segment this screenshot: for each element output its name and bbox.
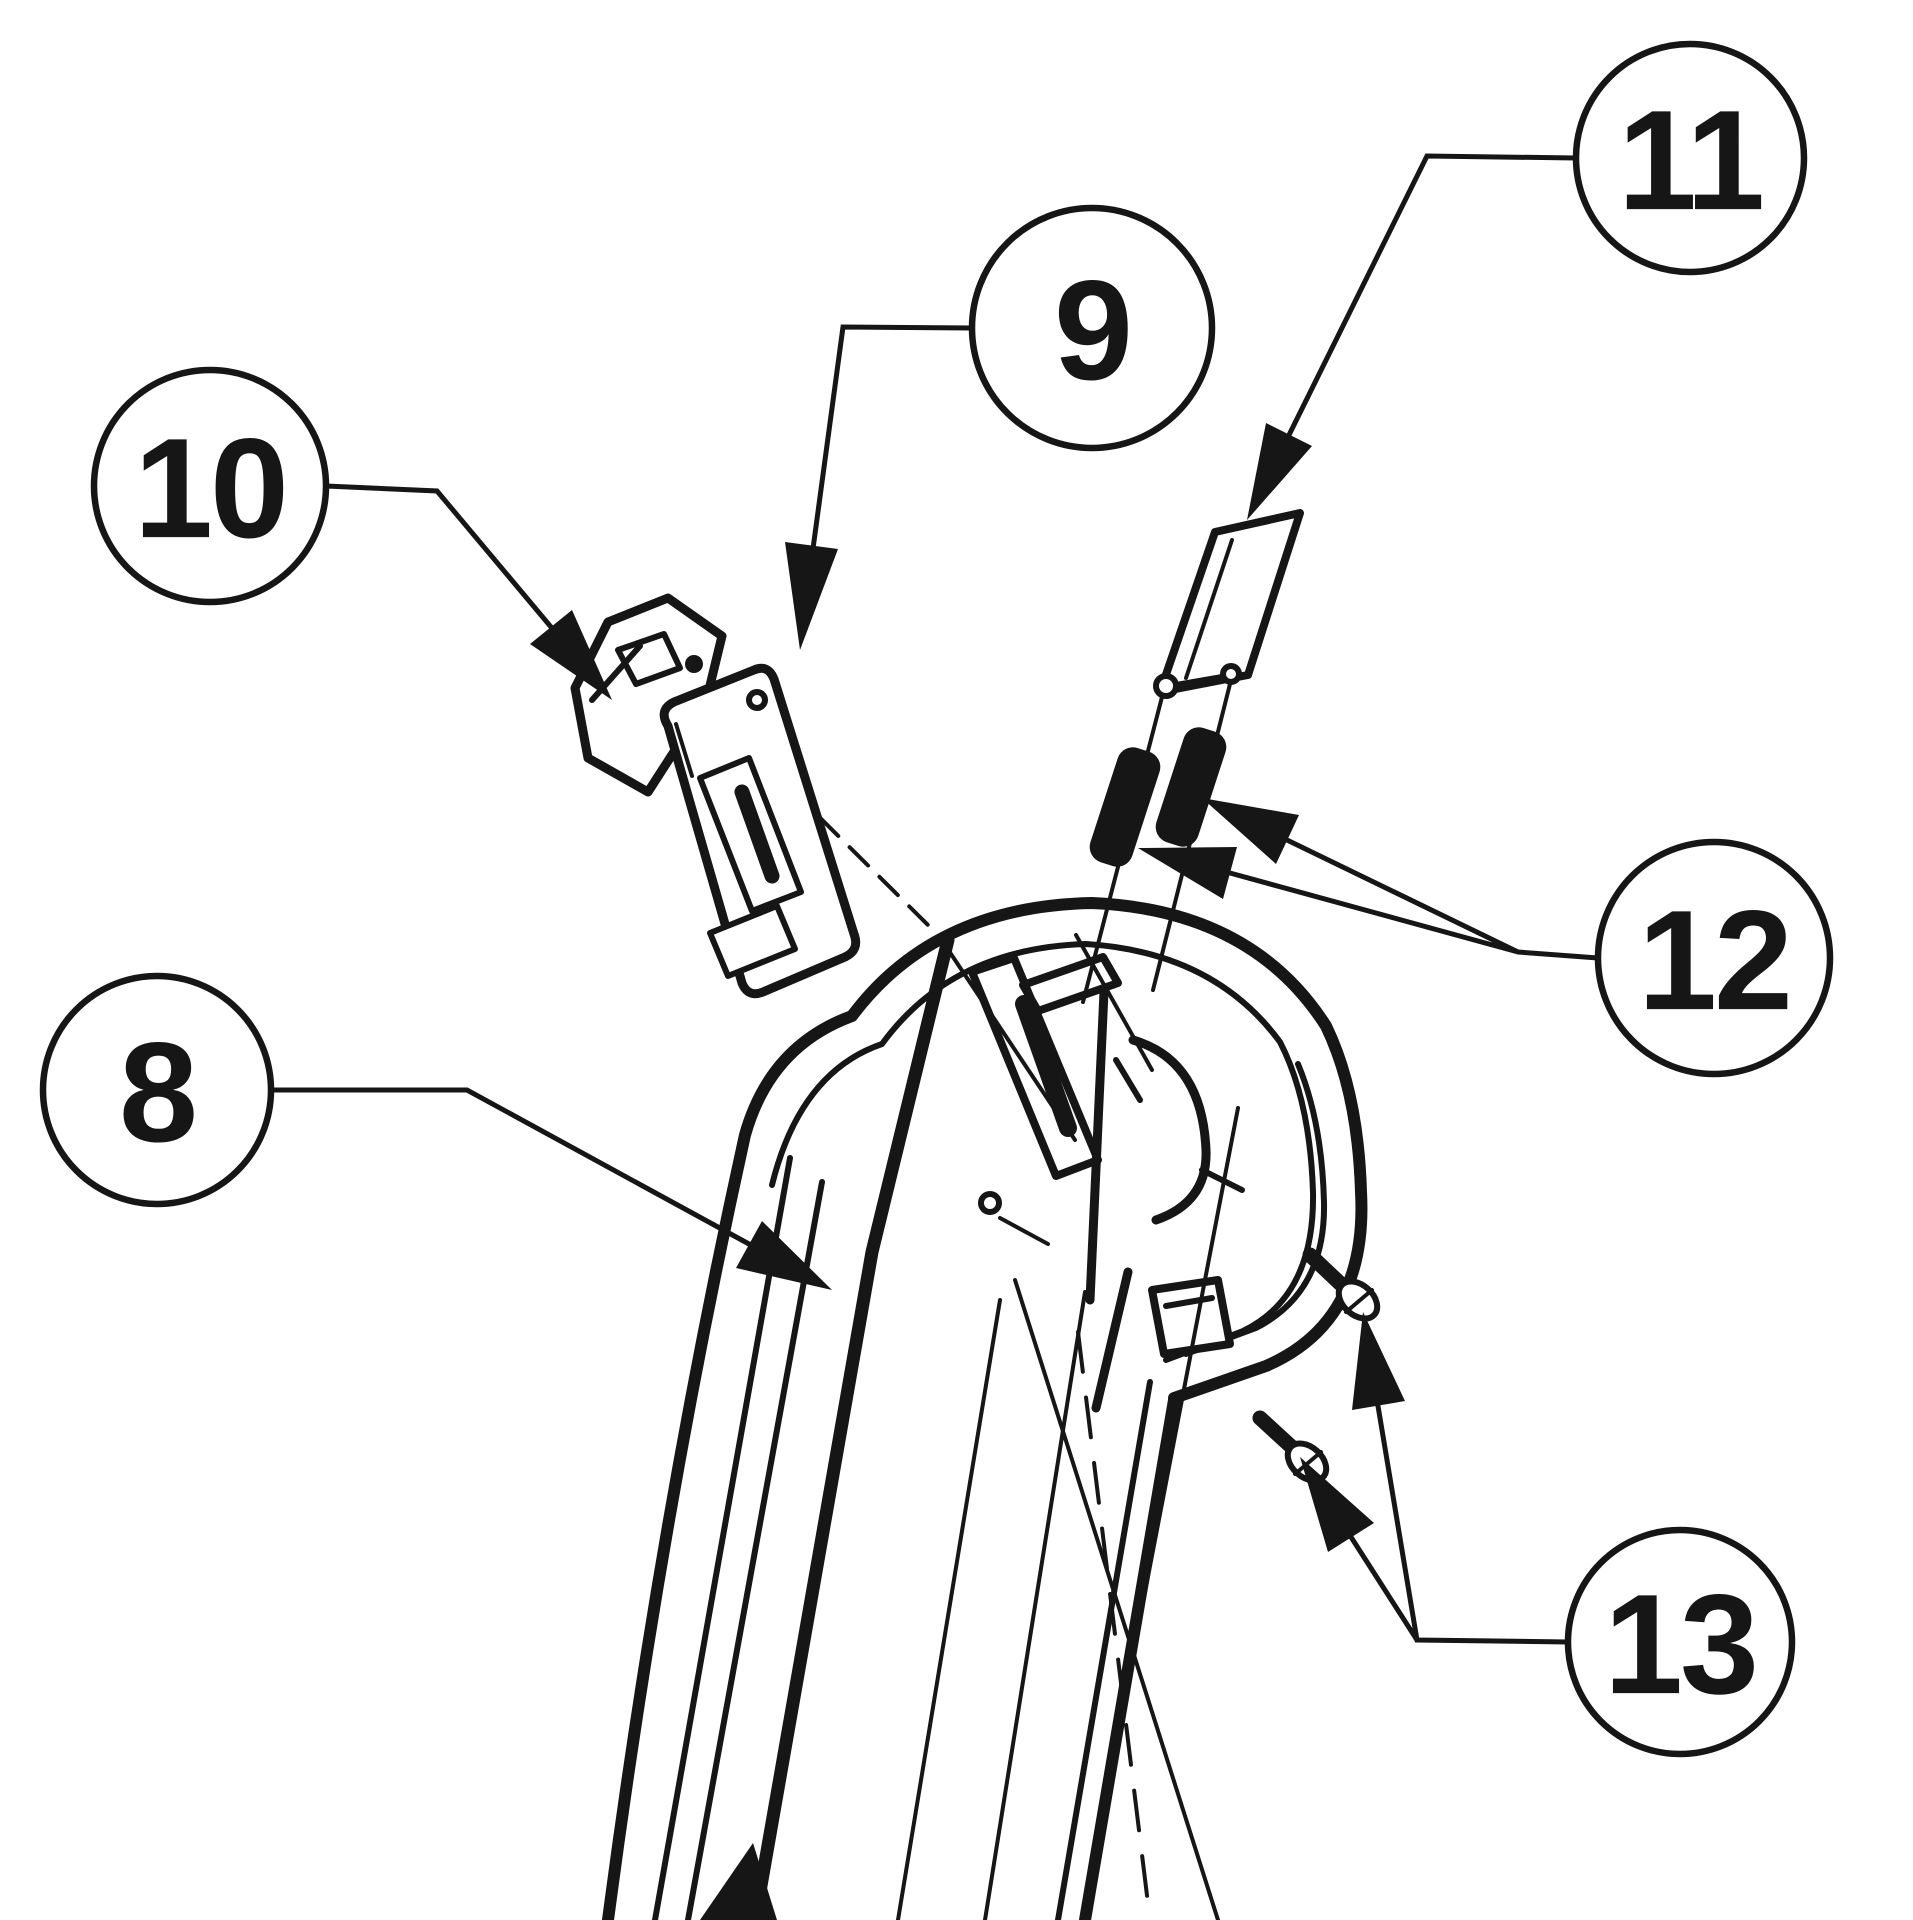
balloon-circle-13[interactable]: [1564, 1526, 1796, 1758]
arrowhead-12-upper: [1202, 798, 1299, 864]
part-9-edge-ridge: [674, 722, 694, 778]
balloon-label-9: 9: [1054, 251, 1130, 410]
leader-path-13: [1348, 1403, 1571, 1645]
tube-interior-lines: [896, 1290, 1087, 1920]
balloon-label-11: 11: [1618, 81, 1762, 240]
balloon-circle-8[interactable]: [39, 972, 275, 1208]
part-13-screws-drawing: [1252, 1247, 1381, 1484]
callout-balloon-9[interactable]: 9: [968, 204, 1216, 452]
leader-line-13: [1300, 1312, 1571, 1645]
main-body-outer-outline: [602, 897, 1368, 1920]
balloon-circle-9[interactable]: [968, 204, 1216, 452]
main-body-inner-wall: [769, 941, 1317, 1363]
hook-cutout-curve: [1128, 1035, 1211, 1225]
insertion-axis-dashed-line: [788, 786, 937, 934]
balloon-circle-12[interactable]: [1594, 838, 1834, 1078]
part-8-main-body-drawing: [602, 897, 1368, 1920]
head-right-edge-stub: [1091, 1267, 1133, 1413]
arrowhead-12-lower: [1138, 847, 1237, 899]
head-slot-dark-bar: [1015, 995, 1077, 1137]
construction-dashed-lines: [788, 786, 1152, 1920]
leader-line-8: [268, 1087, 832, 1290]
part-11-pivot-hole-right: [1220, 663, 1242, 685]
leader-line-10: [323, 483, 612, 700]
tube-left-inner-lines: [652, 1155, 825, 1920]
part-9-slot-bar: [734, 784, 780, 884]
leader-line-12: [1138, 798, 1601, 961]
leader-line-11: [1247, 153, 1579, 520]
callout-balloon-8[interactable]: 8: [39, 972, 275, 1208]
tube-bottom-dark-nub: [700, 1843, 777, 1920]
crossing-edge-lines: [1013, 1106, 1240, 1920]
arrowhead-13-lower: [1300, 1457, 1374, 1552]
arrowhead-10: [530, 610, 612, 700]
lower-axis-dashed-line: [1076, 1330, 1152, 1920]
part-10-outline: [570, 593, 727, 797]
part-12-pin-left: [1089, 747, 1161, 867]
leader-path-12: [1227, 837, 1601, 961]
hook-cutout-left-edge: [1085, 987, 1109, 1305]
part-9-drawing: [659, 663, 861, 999]
callout-balloon-12-highlighted[interactable]: 12: [1594, 838, 1834, 1078]
screw-upper-slot: [1344, 1288, 1374, 1314]
part-11-inner-lines: [1174, 538, 1234, 686]
part-10-pin-dot: [685, 655, 703, 673]
part-9-hole: [746, 689, 768, 711]
leader-path-10: [323, 483, 554, 630]
callout-balloon-10[interactable]: 10: [90, 366, 330, 606]
tube-interior-heavy-band: [748, 933, 955, 1920]
balloon-label-12: 12: [1638, 881, 1790, 1040]
callout-balloon-13[interactable]: 13: [1564, 1526, 1796, 1758]
head-flange-inner-arc: [1183, 1061, 1328, 1357]
head-pivot-hole: [978, 1191, 1002, 1215]
screw-lower-slot: [1293, 1450, 1323, 1476]
hook-detail-ticks: [1113, 1057, 1245, 1309]
leader-line-9: [785, 324, 975, 650]
part-12-pin-right: [1155, 727, 1227, 847]
arrowhead-11: [1247, 423, 1312, 520]
leader-path-11: [1286, 153, 1579, 438]
arrowhead-9: [785, 542, 838, 650]
part-9-bottom-tab: [707, 903, 798, 979]
arrowhead-8: [736, 1221, 832, 1290]
head-thin-detail-lines: [943, 933, 1154, 1246]
part-11-pivot-hole-left: [1153, 673, 1179, 699]
leader-path-8: [268, 1087, 752, 1247]
arrowhead-13-upper: [1352, 1312, 1405, 1410]
balloon-circle-10[interactable]: [90, 366, 330, 606]
tube-right-inner-edge: [1055, 1379, 1153, 1920]
callout-balloon-11[interactable]: 11: [1572, 40, 1808, 276]
balloon-circle-11[interactable]: [1572, 40, 1808, 276]
leader-path-9: [809, 324, 975, 559]
balloon-label-8: 8: [119, 1013, 195, 1172]
balloon-label-10: 10: [134, 409, 286, 568]
balloon-label-13: 13: [1604, 1565, 1756, 1724]
part-12-pins-drawing: [1089, 727, 1227, 867]
